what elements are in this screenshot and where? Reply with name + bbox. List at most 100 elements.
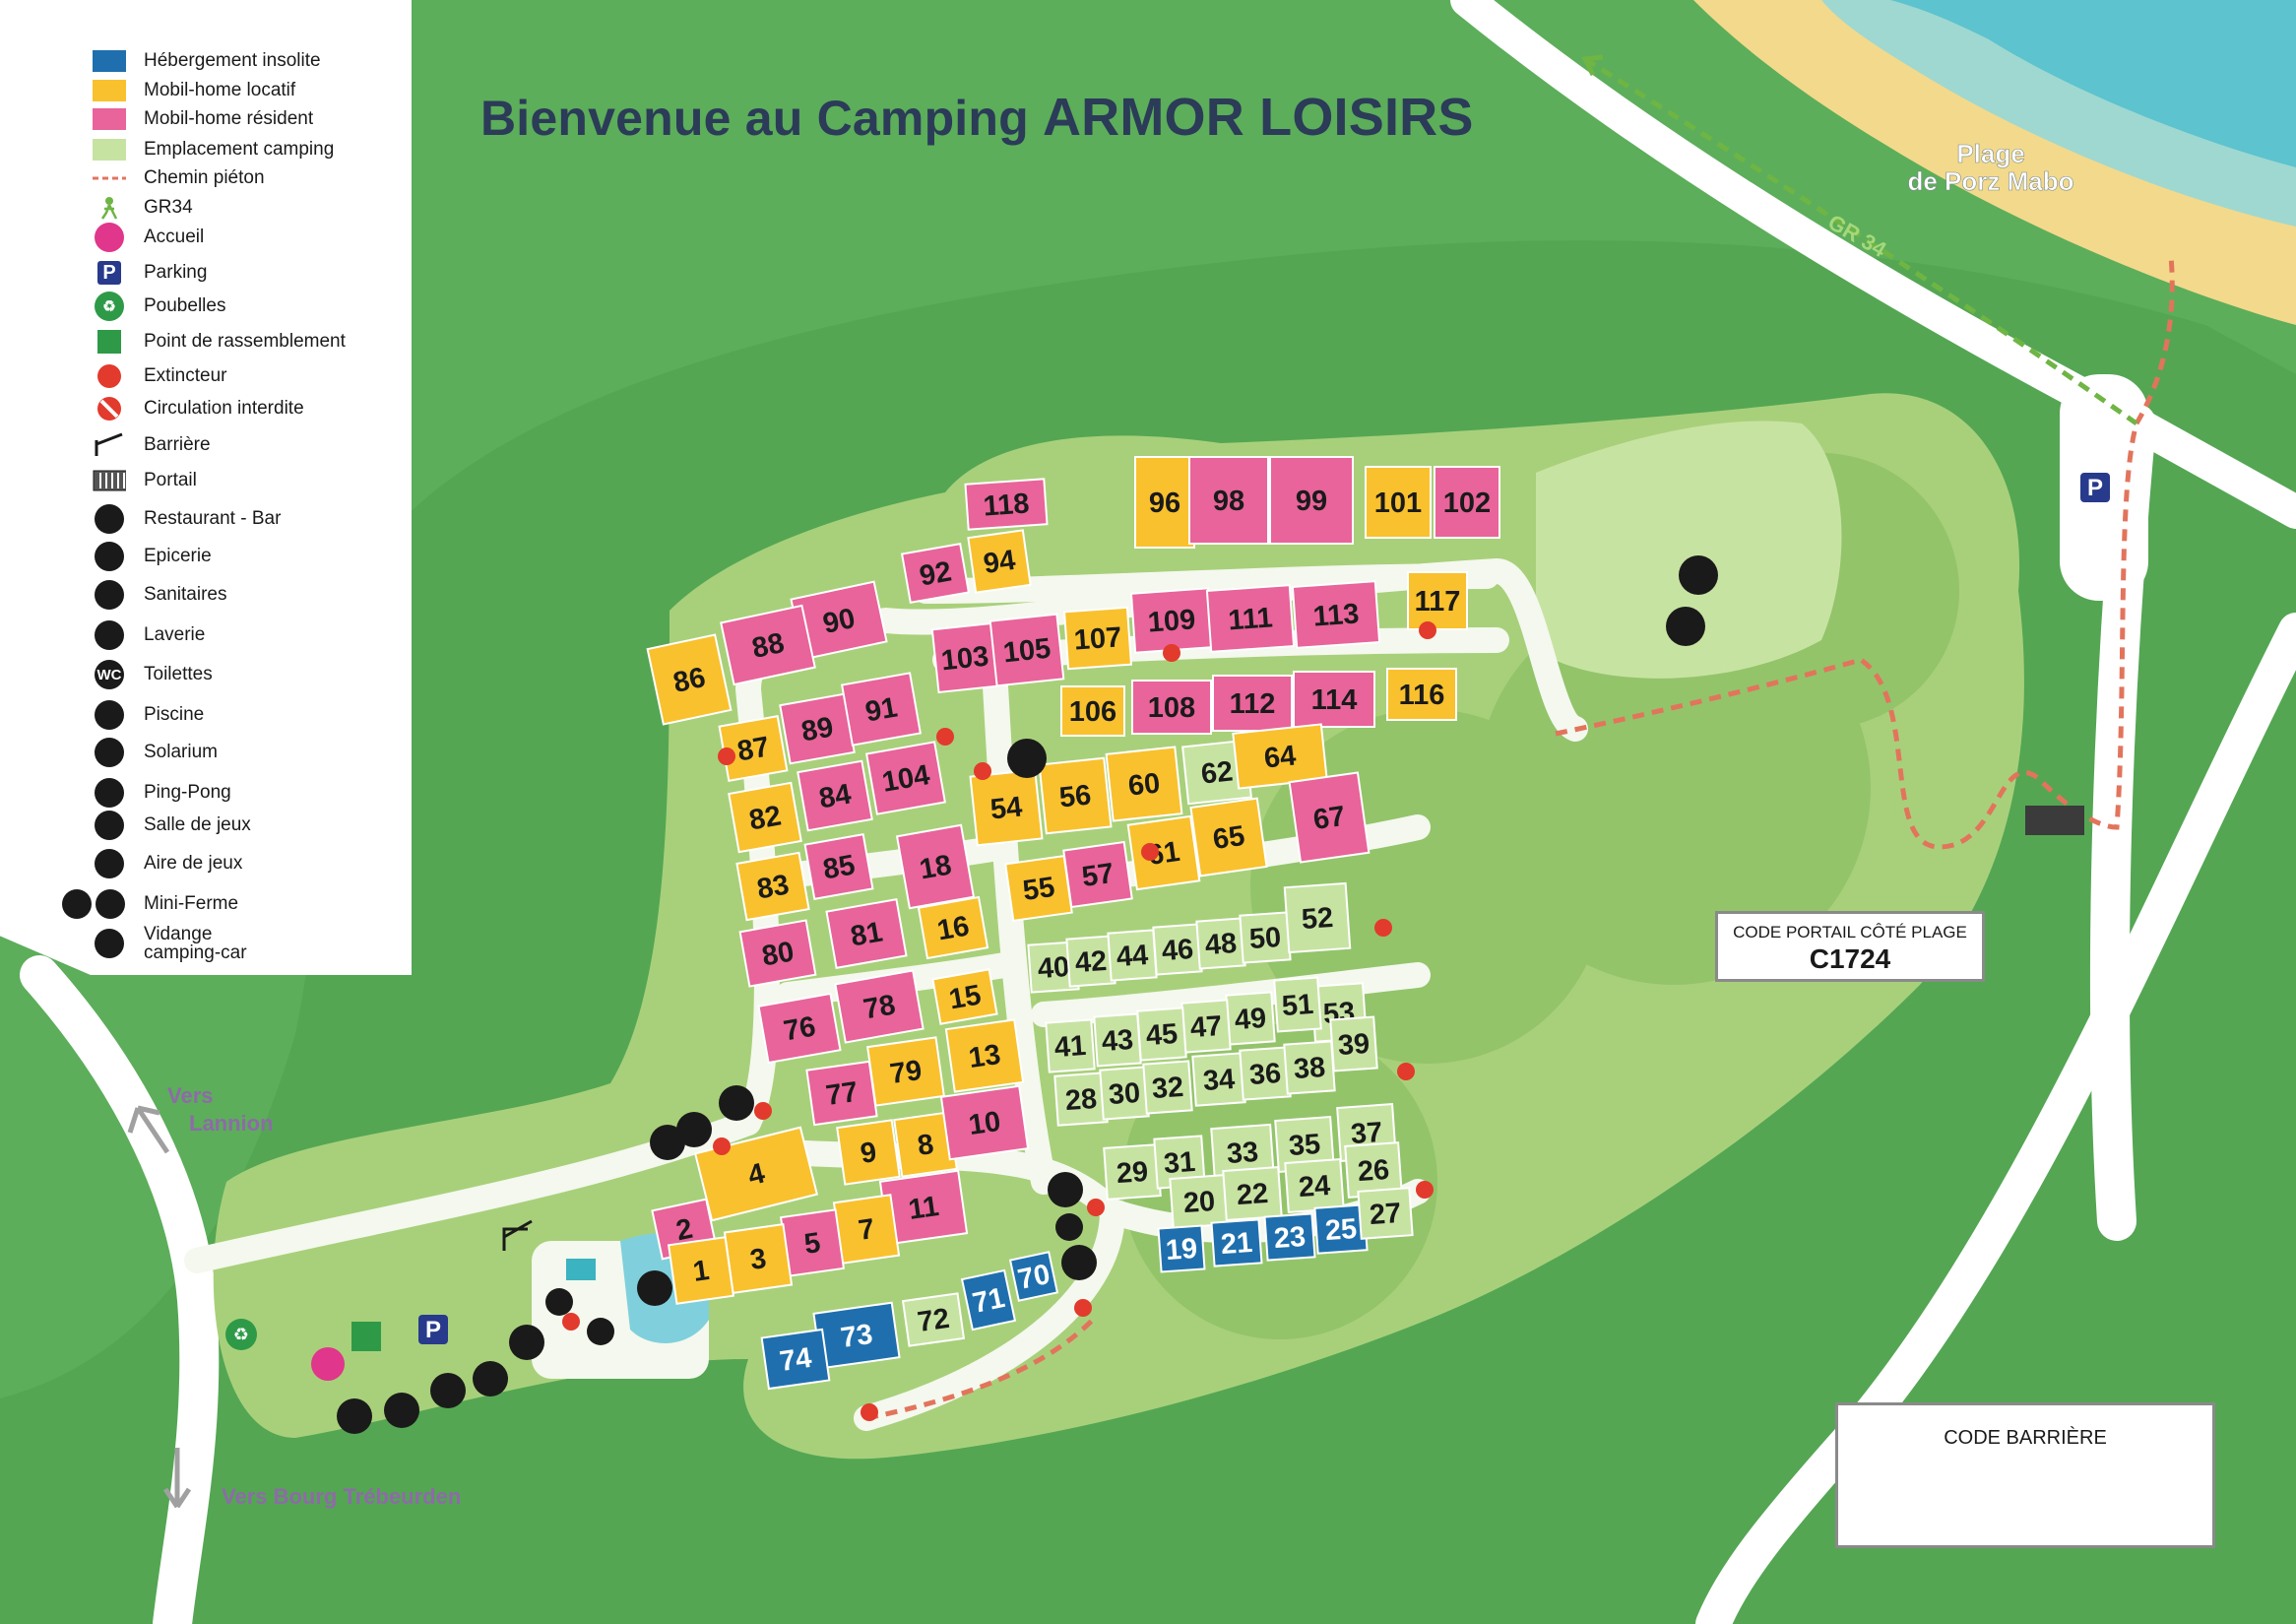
plot-44[interactable]: 44 <box>1107 929 1158 982</box>
plot-10[interactable]: 10 <box>939 1084 1030 1161</box>
plot-56[interactable]: 56 <box>1038 756 1113 835</box>
plot-106[interactable]: 106 <box>1060 685 1125 737</box>
plot-35[interactable]: 35 <box>1274 1116 1335 1173</box>
plot-70[interactable]: 70 <box>1008 1251 1059 1302</box>
goat-icon[interactable] <box>1666 607 1705 646</box>
plot-78[interactable]: 78 <box>834 969 925 1044</box>
plot-105[interactable]: 105 <box>989 613 1065 687</box>
plot-90[interactable]: 90 <box>790 580 888 661</box>
plot-23[interactable]: 23 <box>1263 1212 1316 1262</box>
plot-109[interactable]: 109 <box>1129 587 1214 654</box>
plot-42[interactable]: 42 <box>1065 935 1116 988</box>
plot-52[interactable]: 52 <box>1283 881 1352 954</box>
plot-104[interactable]: 104 <box>864 741 947 815</box>
plot-87[interactable]: 87 <box>718 715 789 782</box>
plot-51[interactable]: 51 <box>1273 976 1322 1033</box>
plot-96[interactable]: 96 <box>1134 456 1195 549</box>
plot-15[interactable]: 15 <box>931 968 998 1025</box>
wc-icon-west[interactable] <box>650 1125 685 1160</box>
plot-67[interactable]: 67 <box>1288 771 1371 864</box>
plot-114[interactable]: 114 <box>1293 671 1375 728</box>
plot-84[interactable]: 84 <box>797 759 873 832</box>
plot-46[interactable]: 46 <box>1152 923 1203 976</box>
plot-21[interactable]: 21 <box>1210 1218 1263 1267</box>
plot-81[interactable]: 81 <box>825 898 908 969</box>
plot-82[interactable]: 82 <box>728 781 802 854</box>
plot-79[interactable]: 79 <box>866 1036 945 1107</box>
shower-icon-west[interactable] <box>676 1112 712 1147</box>
plot-50[interactable]: 50 <box>1239 911 1292 964</box>
plot-62[interactable]: 62 <box>1181 739 1252 806</box>
plot-3[interactable]: 3 <box>723 1222 794 1295</box>
plot-83[interactable]: 83 <box>735 851 810 922</box>
plot-60[interactable]: 60 <box>1105 746 1183 822</box>
plot-39[interactable]: 39 <box>1329 1015 1378 1072</box>
plot-99[interactable]: 99 <box>1269 456 1354 545</box>
plot-88[interactable]: 88 <box>720 604 816 686</box>
plot-80[interactable]: 80 <box>738 919 817 988</box>
plot-86[interactable]: 86 <box>646 633 733 726</box>
plot-20[interactable]: 20 <box>1169 1174 1230 1229</box>
solarium-icon[interactable] <box>587 1318 614 1345</box>
horse-icon[interactable] <box>1679 555 1718 595</box>
plot-13[interactable]: 13 <box>944 1018 1025 1093</box>
camper-dump-icon[interactable] <box>1048 1172 1083 1207</box>
wc-icon-pool[interactable] <box>545 1288 573 1316</box>
plot-49[interactable]: 49 <box>1225 991 1276 1046</box>
plot-24[interactable]: 24 <box>1284 1158 1345 1213</box>
plot-98[interactable]: 98 <box>1188 456 1269 545</box>
plot-57[interactable]: 57 <box>1062 840 1133 909</box>
barrier-icon[interactable] <box>502 1219 533 1251</box>
plot-117[interactable]: 117 <box>1407 571 1468 630</box>
plot-64[interactable]: 64 <box>1232 723 1328 790</box>
plot-5[interactable]: 5 <box>779 1208 846 1277</box>
pool-icon[interactable] <box>637 1270 672 1306</box>
plot-41[interactable]: 41 <box>1045 1018 1096 1073</box>
grocery-icon[interactable] <box>473 1361 508 1397</box>
plot-25[interactable]: 25 <box>1313 1203 1369 1255</box>
plot-32[interactable]: 32 <box>1142 1060 1193 1115</box>
plot-76[interactable]: 76 <box>757 992 842 1065</box>
plot-77[interactable]: 77 <box>805 1060 878 1127</box>
plot-85[interactable]: 85 <box>803 833 874 900</box>
plot-112[interactable]: 112 <box>1212 675 1293 732</box>
plot-94[interactable]: 94 <box>967 529 1032 594</box>
plot-19[interactable]: 19 <box>1157 1224 1206 1273</box>
laundry-icon[interactable] <box>719 1085 754 1121</box>
plot-18[interactable]: 18 <box>895 823 976 910</box>
plot-72[interactable]: 72 <box>901 1292 966 1347</box>
gate-icon[interactable] <box>2025 806 2084 835</box>
plot-61[interactable]: 61 <box>1126 814 1201 891</box>
plot-107[interactable]: 107 <box>1062 606 1133 671</box>
plot-55[interactable]: 55 <box>1004 854 1073 923</box>
plot-101[interactable]: 101 <box>1365 466 1432 539</box>
plot-22[interactable]: 22 <box>1222 1166 1283 1221</box>
plot-73[interactable]: 73 <box>812 1301 901 1370</box>
plot-29[interactable]: 29 <box>1103 1143 1162 1201</box>
game-room-icon[interactable] <box>384 1393 419 1428</box>
plot-43[interactable]: 43 <box>1093 1012 1142 1068</box>
shower-icon-east[interactable] <box>1061 1245 1097 1280</box>
plot-91[interactable]: 91 <box>840 672 923 747</box>
plot-36[interactable]: 36 <box>1239 1046 1292 1101</box>
plot-118[interactable]: 118 <box>964 478 1049 531</box>
plot-102[interactable]: 102 <box>1434 466 1500 539</box>
plot-113[interactable]: 113 <box>1291 580 1381 649</box>
plot-54[interactable]: 54 <box>969 768 1044 847</box>
plot-16[interactable]: 16 <box>917 895 989 960</box>
plot-111[interactable]: 111 <box>1205 584 1296 653</box>
plot-65[interactable]: 65 <box>1189 797 1268 877</box>
plot-31[interactable]: 31 <box>1153 1135 1206 1190</box>
plot-26[interactable]: 26 <box>1344 1141 1403 1199</box>
plot-1[interactable]: 1 <box>667 1236 735 1305</box>
playground-icon[interactable] <box>509 1325 544 1360</box>
plot-71[interactable]: 71 <box>960 1268 1017 1332</box>
ping-pong-icon[interactable] <box>337 1398 372 1434</box>
assembly-point-icon[interactable] <box>351 1322 381 1351</box>
pool-icon-north[interactable] <box>1007 739 1047 778</box>
plot-7[interactable]: 7 <box>832 1194 901 1265</box>
wc-icon-east[interactable] <box>1055 1213 1083 1241</box>
plot-108[interactable]: 108 <box>1131 680 1212 735</box>
parking-icon[interactable] <box>418 1315 448 1344</box>
plot-48[interactable]: 48 <box>1195 917 1246 970</box>
